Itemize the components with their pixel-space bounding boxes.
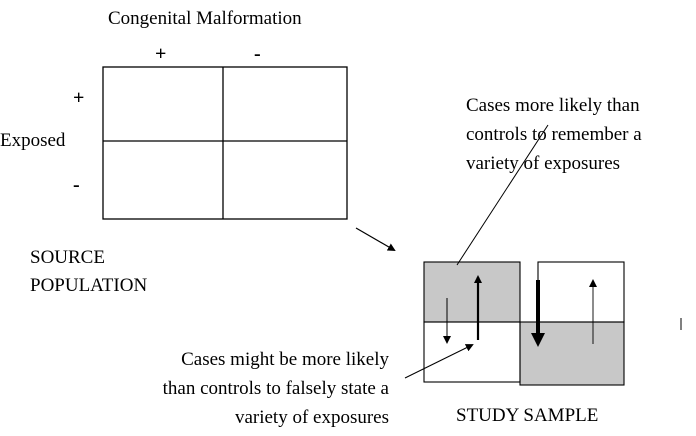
source-population-label-line2: POPULATION	[30, 275, 148, 296]
column-plus-sign: +	[155, 43, 167, 65]
note-cases-falsely-line2: than controls to falsely state a	[162, 378, 389, 399]
study-sample-label: STUDY SAMPLE	[456, 405, 599, 426]
cell-controls-unexposed	[520, 322, 624, 385]
source-population-table	[102, 66, 348, 220]
row-header: Exposed	[0, 130, 66, 151]
note-cases-remember-line2: controls to remember a	[466, 124, 642, 145]
study-sample-table	[423, 261, 682, 386]
source-population-label-line1: SOURCE	[30, 247, 105, 268]
note-cases-remember-line3: variety of exposures	[466, 153, 621, 174]
note-cases-falsely-line3: variety of exposures	[234, 407, 389, 428]
row-plus-sign: +	[73, 87, 85, 109]
pointer-line-remember	[456, 124, 549, 266]
cell-cases-exposed	[424, 262, 520, 322]
note-cases-falsely-line1: Cases might be more likely	[181, 349, 389, 370]
column-minus-sign: -	[254, 43, 261, 65]
note-cases-remember-line1: Cases more likely than	[466, 95, 640, 116]
row-minus-sign: -	[73, 174, 80, 196]
pointer-line-falsely	[404, 344, 474, 379]
sampling-arrow	[355, 227, 396, 252]
column-header: Congenital Malformation	[108, 8, 302, 29]
